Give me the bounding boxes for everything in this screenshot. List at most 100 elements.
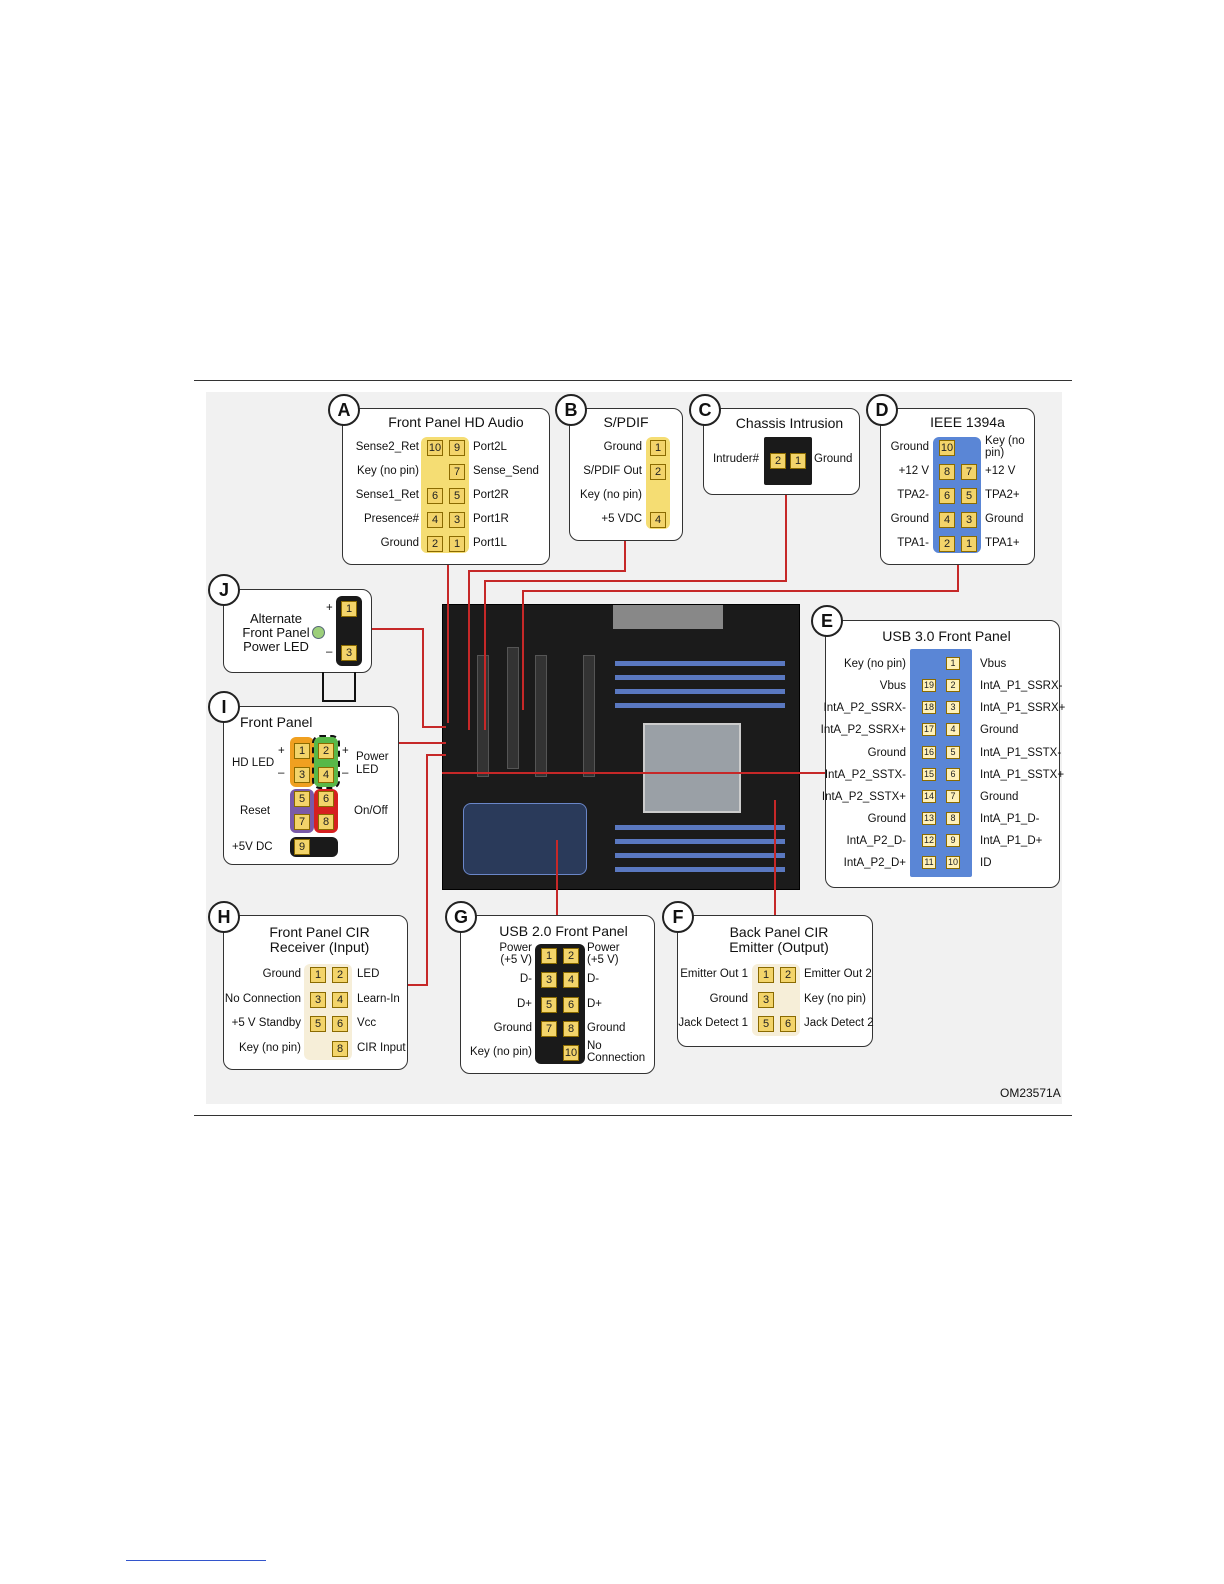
pin-label: IntA_P2_SSTX+ bbox=[821, 791, 906, 803]
pin-label: Ground bbox=[262, 968, 301, 980]
pin-label: S/PDIF Out bbox=[583, 465, 642, 477]
panel-back-panel-cir-emitter: Back Panel CIR Emitter (Output) Emitter … bbox=[677, 915, 874, 1047]
pin-label: TPA2+ bbox=[985, 489, 1020, 501]
pin-label: Ground bbox=[587, 1022, 626, 1034]
pin-label: Key (no pin) bbox=[843, 658, 906, 670]
pin-label: Learn-In bbox=[357, 993, 400, 1005]
pin-label: ID bbox=[980, 857, 992, 869]
dimm-slot bbox=[615, 853, 785, 858]
label-power-led: Power LED bbox=[356, 751, 389, 776]
pin-label: IntA_P1_D- bbox=[980, 813, 1040, 825]
pin-label: No Connection bbox=[224, 993, 301, 1005]
panel-usb-3-0-front-panel: USB 3.0 Front Panel Key (no pin) Vbus In… bbox=[821, 620, 1065, 888]
pcie-slot bbox=[535, 655, 547, 777]
pin-label: D+ bbox=[587, 998, 603, 1010]
pin-label: Key (no pin) bbox=[356, 465, 419, 477]
polarity-plus: + bbox=[342, 745, 349, 757]
pin-label: IntA_P2_SSRX+ bbox=[820, 724, 906, 736]
panel-ieee-1394a: IEEE 1394a Ground +12 V TPA2- Ground TPA… bbox=[880, 408, 1035, 565]
pin-label: Power (+5 V) bbox=[499, 942, 532, 966]
pin: 5 bbox=[758, 1016, 774, 1032]
pin: 7 bbox=[541, 1021, 557, 1037]
wire-b bbox=[468, 570, 470, 730]
pin: 11 bbox=[922, 856, 936, 869]
pin-label: IntA_P1_SSTX- bbox=[980, 747, 1062, 759]
pin: 10 bbox=[939, 440, 955, 456]
pin: 1 bbox=[790, 453, 806, 469]
pin: 7 bbox=[961, 464, 977, 480]
pin-label: IntA_P2_D- bbox=[846, 835, 906, 847]
pin-label: IntA_P1_SSRX+ bbox=[980, 702, 1066, 714]
wire-j bbox=[422, 628, 424, 728]
pin: 3 bbox=[758, 992, 774, 1008]
pin-label: Ground bbox=[890, 513, 929, 525]
wire-a bbox=[447, 563, 449, 723]
panel-title: USB 3.0 Front Panel bbox=[882, 628, 1011, 644]
pin: 4 bbox=[946, 723, 960, 736]
pin: 8 bbox=[946, 812, 960, 825]
cpu-socket bbox=[643, 723, 741, 813]
panel-title: USB 2.0 Front Panel bbox=[499, 923, 628, 939]
motherboard bbox=[442, 604, 800, 890]
pin-label: Ground bbox=[890, 441, 929, 453]
pin-label: Key (no pin) bbox=[985, 435, 1025, 459]
pin-label: +12 V bbox=[985, 465, 1016, 477]
pin-label: D- bbox=[587, 973, 600, 985]
badge-letter: B bbox=[555, 394, 587, 426]
pin-label: Sense_Send bbox=[473, 465, 539, 477]
pin-label: Ground bbox=[380, 537, 419, 549]
pin: 1 bbox=[758, 967, 774, 983]
pin: 8 bbox=[563, 1021, 579, 1037]
polarity-plus: + bbox=[278, 745, 285, 757]
pin-label: +5 VDC bbox=[601, 513, 642, 525]
pin-label: D+ bbox=[516, 998, 532, 1010]
top-rule bbox=[194, 380, 1072, 381]
pin-label: TPA1+ bbox=[985, 537, 1020, 549]
pin-label: IntA_P2_SSRX- bbox=[823, 702, 906, 714]
badge-letter: C bbox=[689, 394, 721, 426]
pin-label: Port1R bbox=[473, 513, 509, 525]
pin-label: IntA_P1_SSRX- bbox=[980, 680, 1063, 692]
pin: 3 bbox=[961, 512, 977, 528]
pin: 2 bbox=[332, 967, 348, 983]
panel-front-panel-cir-receiver: Front Panel CIR Receiver (Input) Ground … bbox=[223, 915, 408, 1070]
io-ports bbox=[613, 605, 723, 629]
wire-d bbox=[522, 590, 524, 710]
pin: 1 bbox=[310, 967, 326, 983]
pin-label: +12 V bbox=[898, 465, 929, 477]
label-5v-dc: +5V DC bbox=[232, 841, 273, 853]
panel-front-panel-hd-audio: Front Panel HD Audio Sense2_Ret Key (no … bbox=[342, 408, 550, 565]
pin-label: Ground bbox=[867, 747, 906, 759]
pin: 18 bbox=[922, 701, 936, 714]
polarity-minus: – bbox=[278, 767, 285, 779]
panel-title: S/PDIF bbox=[603, 414, 649, 430]
pin: 6 bbox=[318, 791, 334, 807]
polarity-minus: – bbox=[342, 767, 349, 779]
pcie-slot bbox=[507, 647, 519, 769]
pin-label: Key (no pin) bbox=[579, 489, 642, 501]
pin-label: Ground bbox=[709, 993, 748, 1005]
panel-title: IEEE 1394a bbox=[930, 414, 1005, 430]
pin: 5 bbox=[961, 488, 977, 504]
dimm-slot bbox=[615, 867, 785, 872]
pin-label: Ground bbox=[814, 453, 853, 465]
pin-label: IntA_P1_SSTX+ bbox=[980, 769, 1065, 781]
badge-letter: J bbox=[208, 574, 240, 606]
header-block bbox=[910, 649, 972, 877]
pin-label: Key (no pin) bbox=[238, 1042, 301, 1054]
pin: 8 bbox=[939, 464, 955, 480]
pin-label: Ground bbox=[603, 441, 642, 453]
pcie-slot bbox=[477, 655, 489, 777]
pin: 3 bbox=[310, 992, 326, 1008]
pin: 17 bbox=[922, 723, 936, 736]
pin: 8 bbox=[332, 1041, 348, 1057]
wire-h bbox=[406, 984, 428, 986]
panel-chassis-intrusion: Chassis Intrusion Intruder# 2 1 Ground bbox=[703, 408, 860, 495]
pin: 1 bbox=[341, 601, 357, 617]
label-onoff: On/Off bbox=[354, 805, 388, 817]
pin: 6 bbox=[563, 997, 579, 1013]
pin-label: Presence# bbox=[364, 513, 419, 525]
dimm-slot bbox=[615, 689, 785, 694]
pin: 3 bbox=[294, 767, 310, 783]
pin: 1 bbox=[541, 948, 557, 964]
